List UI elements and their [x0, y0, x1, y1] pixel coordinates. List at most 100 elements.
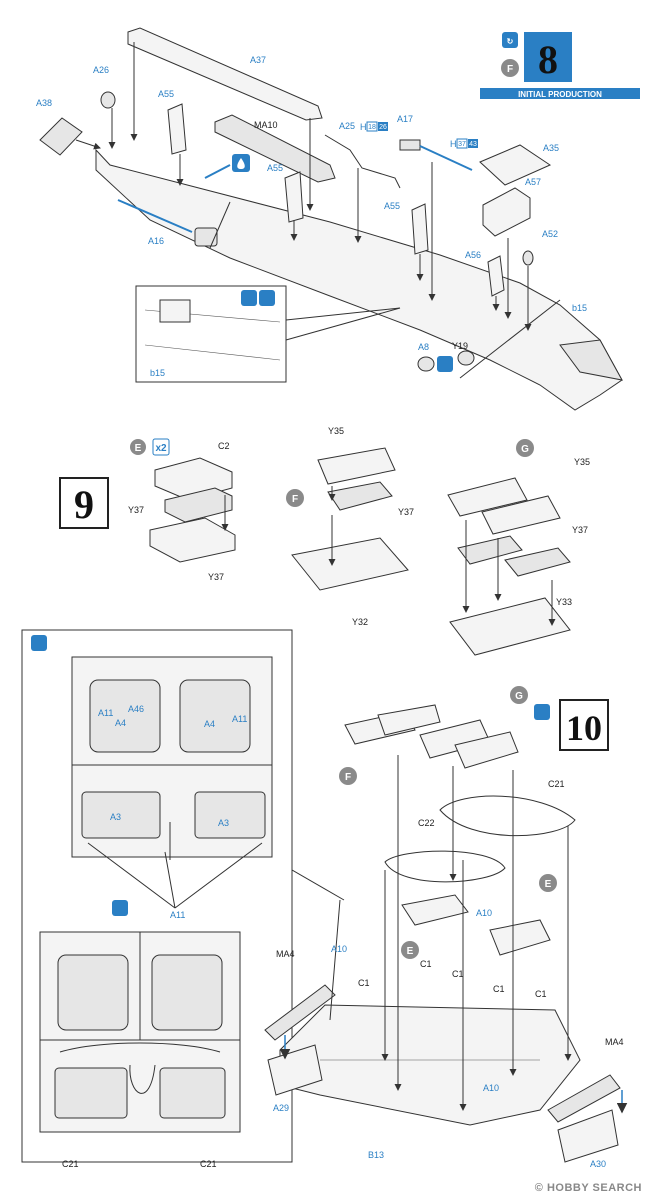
label: A35	[543, 143, 559, 153]
label: A30	[590, 1159, 606, 1169]
part-a16-block	[194, 227, 218, 247]
variant-f-badge	[286, 489, 304, 507]
label: A55	[267, 163, 283, 173]
label: C1	[358, 978, 370, 988]
label: Y37	[398, 507, 414, 517]
e-frame-y37	[164, 487, 233, 523]
label: B13	[368, 1150, 384, 1160]
label: Y35	[574, 457, 590, 467]
label: Y19	[452, 341, 468, 351]
label: H	[360, 122, 367, 132]
f-base-y32	[291, 537, 409, 591]
part-ma10	[214, 114, 336, 183]
part-a56	[487, 255, 505, 297]
label: A10	[331, 944, 347, 954]
drill-icon	[241, 290, 257, 306]
label: A4	[115, 718, 126, 728]
label: 37	[458, 141, 466, 148]
part-a38	[39, 117, 83, 156]
step-9-box	[59, 477, 109, 529]
label: C2	[218, 441, 230, 451]
part-a17-rod	[419, 145, 473, 171]
e-base-y37	[149, 517, 236, 563]
variant-g-letter: G	[515, 691, 523, 702]
label: A3	[218, 818, 229, 828]
flip-icon	[534, 704, 550, 720]
label: A10	[476, 908, 492, 918]
label: C21	[200, 1159, 217, 1169]
label: A38	[36, 98, 52, 108]
label: Y35	[328, 426, 344, 436]
label: A26	[93, 65, 109, 75]
initial-production-label: INITIAL PRODUCTION	[518, 90, 602, 99]
label: 43	[469, 141, 477, 148]
variant-e-letter: E	[407, 946, 414, 957]
variant-e-badge	[401, 941, 419, 959]
part-a8	[417, 356, 435, 372]
step-9: 9 E x2 C2 Y37 Y37 F Y35 Y37 Y32 G	[59, 426, 590, 656]
label: Y32	[352, 617, 368, 627]
label: C1	[452, 969, 464, 979]
label: Y37	[128, 505, 144, 515]
variant-f-letter: F	[292, 494, 298, 505]
label: A55	[158, 89, 174, 99]
label: A17	[397, 114, 413, 124]
label: A37	[250, 55, 266, 65]
step-8: ↻ F 8 INITIAL PRODUCTION	[36, 27, 640, 411]
label: C22	[418, 818, 435, 828]
part-a37	[127, 27, 323, 121]
label: A57	[525, 177, 541, 187]
step-8-box	[524, 32, 572, 82]
part-y19	[457, 350, 475, 366]
label: Y37	[208, 572, 224, 582]
part-a55-3	[411, 203, 429, 255]
count-badge	[152, 438, 170, 456]
step-9-number: 9	[74, 482, 94, 527]
g-lid-y35-2	[481, 495, 561, 535]
label: A16	[148, 236, 164, 246]
label: A55	[384, 201, 400, 211]
label: MA10	[254, 120, 278, 130]
part-a55-1	[167, 103, 187, 155]
part-ma4-right	[547, 1074, 621, 1123]
flip-icon	[437, 356, 453, 372]
box-g-2	[454, 731, 519, 769]
label: A3	[110, 812, 121, 822]
variant-e-badge	[539, 874, 557, 892]
option-f-letter: F	[507, 64, 513, 75]
part-ma4-left	[264, 984, 336, 1041]
box-e-1	[401, 894, 469, 926]
svg-text:↻: ↻	[507, 37, 514, 46]
label: C1	[420, 959, 432, 969]
paint-icon	[31, 635, 47, 651]
label: 26	[379, 124, 387, 131]
box-e-2	[489, 919, 551, 956]
part-a35	[479, 144, 552, 186]
detail-inset-10: A11 A46 A4 A4 A11 A3 A3 A11 C21 C21	[21, 629, 345, 1169]
label: MA4	[605, 1037, 624, 1047]
label: A52	[542, 229, 558, 239]
label: A25	[339, 121, 355, 131]
part-a25	[324, 134, 401, 189]
label: A11	[98, 708, 113, 718]
variant-e-badge	[130, 439, 146, 455]
label: 18	[368, 124, 376, 131]
part-a17-head	[399, 139, 421, 151]
label: Y33	[556, 597, 572, 607]
label: C1	[535, 989, 547, 999]
cable-c22	[384, 850, 506, 883]
count-label: x2	[155, 443, 167, 454]
label: H	[450, 139, 457, 149]
label: b15	[572, 303, 587, 313]
label: MA4	[276, 949, 295, 959]
option-f-badge	[501, 59, 519, 77]
variant-g-letter: G	[521, 444, 529, 455]
variant-e-letter: E	[135, 443, 142, 454]
variant-f-badge	[339, 767, 357, 785]
label: A8	[418, 342, 429, 352]
label: A11	[232, 714, 247, 724]
step-10-number: 10	[566, 708, 602, 748]
paint-icon	[259, 290, 275, 306]
part-a52	[522, 250, 534, 266]
